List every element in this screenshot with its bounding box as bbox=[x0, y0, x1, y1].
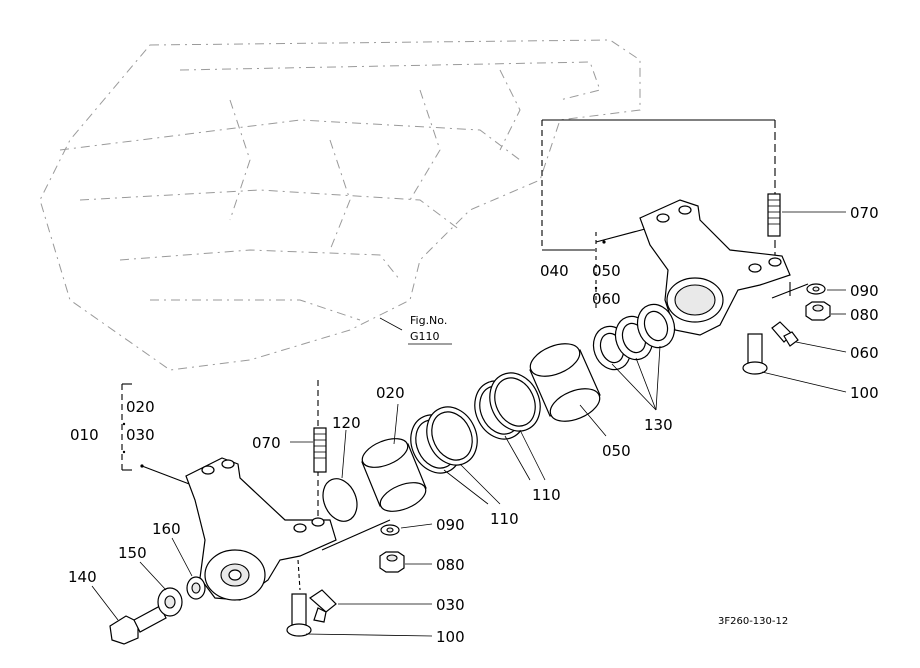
upper-bracket bbox=[639, 199, 809, 336]
label-070-lower: 070 bbox=[252, 434, 281, 452]
drawing-code: 3F260-130-12 bbox=[718, 616, 788, 627]
label-120: 120 bbox=[332, 414, 361, 432]
seal-120 bbox=[322, 429, 358, 522]
label-140: 140 bbox=[68, 568, 97, 586]
label-090-upper: 090 bbox=[850, 282, 879, 300]
label-090-lower: 090 bbox=[436, 516, 465, 534]
label-080-lower: 080 bbox=[436, 556, 465, 574]
stud-070-upper bbox=[767, 193, 846, 237]
label-040: 040 bbox=[540, 262, 569, 280]
seal-rings-130 bbox=[592, 303, 676, 411]
elbow-fitting-030 bbox=[309, 589, 432, 623]
label-110-right: 110 bbox=[532, 486, 561, 504]
label-130: 130 bbox=[644, 416, 673, 434]
orings-110-left bbox=[410, 406, 501, 505]
label-110-left: 110 bbox=[490, 510, 519, 528]
label-060-group: 060 bbox=[592, 290, 621, 308]
label-060: 060 bbox=[850, 344, 879, 362]
label-030-group: 030 bbox=[126, 426, 155, 444]
label-030: 030 bbox=[436, 596, 465, 614]
orings-110-right bbox=[474, 372, 546, 481]
figure-ref-line2: G110 bbox=[410, 330, 440, 343]
figure-reference: Fig.No. G110 bbox=[379, 314, 452, 345]
label-010: 010 bbox=[70, 426, 99, 444]
bushing-020 bbox=[361, 403, 427, 512]
bolt-100-lower bbox=[286, 593, 433, 637]
washer-nut-upper bbox=[805, 283, 846, 321]
label-100-upper: 100 bbox=[850, 384, 879, 402]
label-020-group: 020 bbox=[126, 398, 155, 416]
grease-fitting-060 bbox=[771, 321, 847, 353]
label-050: 050 bbox=[602, 442, 631, 460]
lower-bracket bbox=[185, 457, 337, 601]
engine-ghost-outline bbox=[39, 39, 641, 371]
bolt-140 bbox=[91, 585, 167, 645]
washer-nut-lower bbox=[379, 523, 433, 573]
label-160: 160 bbox=[152, 520, 181, 538]
bushing-050 bbox=[529, 343, 607, 437]
stud-070-lower bbox=[290, 427, 327, 473]
callout-labels: 010 020 030 020 070 120 110 110 050 130 … bbox=[68, 204, 879, 646]
bolt-100-upper bbox=[742, 333, 847, 393]
label-080-upper: 080 bbox=[850, 306, 879, 324]
label-020: 020 bbox=[376, 384, 405, 402]
label-070-upper: 070 bbox=[850, 204, 879, 222]
figure-ref-line1: Fig.No. bbox=[410, 314, 447, 327]
washer-160 bbox=[171, 537, 206, 600]
label-150: 150 bbox=[118, 544, 147, 562]
label-050-group: 050 bbox=[592, 262, 621, 280]
washer-150 bbox=[139, 561, 183, 617]
label-100-lower: 100 bbox=[436, 628, 465, 646]
